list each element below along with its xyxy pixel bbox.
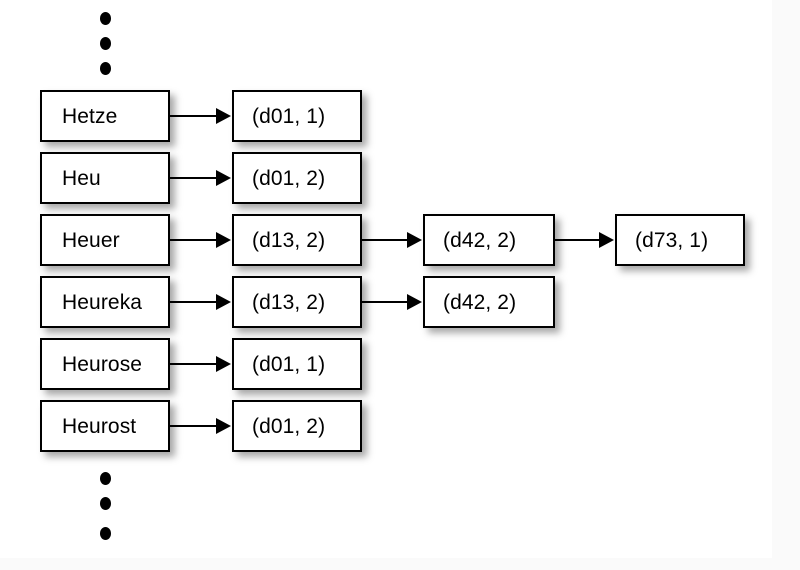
term-label: Heureka <box>62 290 143 314</box>
edge-term-hetze-to-posting <box>170 115 218 117</box>
term-node-hetze[interactable]: Hetze <box>40 90 170 142</box>
term-label: Heurost <box>62 414 137 438</box>
ellipsis-dot <box>100 527 111 540</box>
term-node-heurose[interactable]: Heurose <box>40 338 170 390</box>
posting-label: (d13, 2) <box>252 290 326 314</box>
ellipsis-dot <box>100 472 111 485</box>
ellipsis-dot <box>100 37 111 50</box>
posting-label: (d73, 1) <box>635 228 709 252</box>
posting-label: (d01, 1) <box>252 352 326 376</box>
posting-label: (d01, 2) <box>252 166 326 190</box>
posting-label: (d42, 2) <box>443 228 517 252</box>
term-label: Heu <box>62 166 101 190</box>
arrowhead-icon <box>216 232 231 248</box>
edge-term-heu-to-posting <box>170 177 218 179</box>
arrowhead-icon <box>216 294 231 310</box>
posting-label: (d01, 2) <box>252 414 326 438</box>
ellipsis-dot <box>100 497 111 510</box>
posting-node-2-0[interactable]: (d42, 2) <box>423 214 555 266</box>
posting-label: (d13, 2) <box>252 228 326 252</box>
term-label: Heurose <box>62 352 143 376</box>
posting-node-1-3[interactable]: (d13, 2) <box>232 276 362 328</box>
posting-node-1-5[interactable]: (d01, 2) <box>232 400 362 452</box>
ellipsis-dot <box>100 12 111 25</box>
arrowhead-icon <box>216 418 231 434</box>
arrowhead-icon <box>599 232 614 248</box>
ellipsis-dot <box>100 62 111 75</box>
posting-label: (d01, 1) <box>252 104 326 128</box>
term-node-heureka[interactable]: Heureka <box>40 276 170 328</box>
posting-node-1-4[interactable]: (d01, 1) <box>232 338 362 390</box>
arrowhead-icon <box>407 294 422 310</box>
arrowhead-icon <box>216 108 231 124</box>
edge-term-heurost-to-posting <box>170 425 218 427</box>
posting-node-1-1[interactable]: (d01, 2) <box>232 152 362 204</box>
posting-node-1-2[interactable]: (d13, 2) <box>232 214 362 266</box>
posting-label: (d42, 2) <box>443 290 517 314</box>
arrowhead-icon <box>216 356 231 372</box>
term-node-heu[interactable]: Heu <box>40 152 170 204</box>
term-node-heuer[interactable]: Heuer <box>40 214 170 266</box>
edge-term-heuer-to-posting <box>170 239 218 241</box>
term-node-heurost[interactable]: Heurost <box>40 400 170 452</box>
term-label: Hetze <box>62 104 118 128</box>
edge-posting2-0-to-posting3-0 <box>555 239 601 241</box>
edge-term-heurose-to-posting <box>170 363 218 365</box>
posting-node-2-1[interactable]: (d42, 2) <box>423 276 555 328</box>
edge-term-heureka-to-posting <box>170 301 218 303</box>
arrowhead-icon <box>407 232 422 248</box>
posting-node-3-0[interactable]: (d73, 1) <box>615 214 745 266</box>
posting-node-1-0[interactable]: (d01, 1) <box>232 90 362 142</box>
arrowhead-icon <box>216 170 231 186</box>
edge-posting1-3-to-posting2-1 <box>362 301 409 303</box>
edge-posting1-2-to-posting2-0 <box>362 239 409 241</box>
term-label: Heuer <box>62 228 120 252</box>
